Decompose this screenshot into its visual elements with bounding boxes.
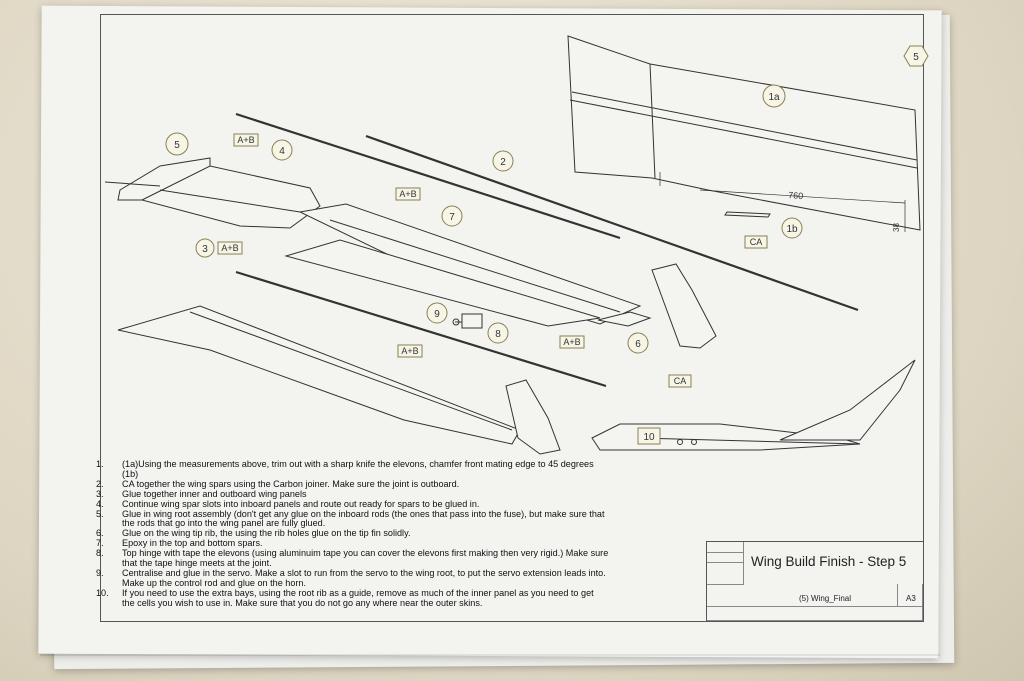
tip-fin-6 [597, 263, 717, 349]
sheet-size: A3 [906, 594, 916, 603]
title-block-cell [897, 584, 923, 607]
instruction-item: 6.Glue on the wing tip rib, the using th… [96, 528, 411, 539]
instruction-item: 1.(1a)Using the measurements above, trim… [96, 459, 594, 479]
dimension-length: 760 [788, 190, 804, 201]
instruction-list: 1.(1a)Using the measurements above, trim… [96, 459, 716, 609]
callout-6: 6 [635, 339, 641, 350]
callout-10: 10 [643, 432, 655, 443]
tag-ca-1: CA [750, 237, 763, 247]
callout-5: 5 [174, 140, 180, 151]
drawing-title: Wing Build Finish - Step 5 [751, 554, 907, 569]
callout-4: 4 [279, 146, 285, 157]
servo-9 [452, 313, 483, 329]
drawing-number: (5) Wing_Final [799, 594, 852, 603]
callout-2: 2 [500, 157, 506, 168]
paper-fold [40, 654, 940, 656]
outboard-panel-4 [140, 165, 321, 229]
inner-panel-7 [284, 203, 642, 327]
elevon-template-1a [567, 35, 921, 232]
instruction-item: 5.Glue in wing root assembly (don't get … [96, 508, 605, 529]
step-badge: 5 [913, 52, 919, 63]
title-block-cell [707, 584, 898, 607]
instruction-item: 9.Centralise and glue in the servo. Make… [96, 567, 606, 588]
instruction-item: 3.Glue together inner and outboard wing … [96, 488, 307, 499]
part-1b [724, 211, 771, 218]
instruction-item: 2.CA together the wing spars using the C… [96, 478, 460, 489]
tag-ab-4: A+B [401, 346, 418, 356]
tag-ab-3: A+B [399, 189, 416, 199]
tag-ca-2: CA [674, 376, 687, 386]
instruction-item: 10.If you need to use the extra bays, us… [96, 587, 594, 608]
title-block-cell [707, 606, 923, 621]
callout-3: 3 [202, 244, 208, 255]
tag-ab-1: A+B [237, 135, 254, 145]
bottom-wing-panel [117, 305, 561, 455]
callout-9: 9 [434, 309, 440, 320]
instruction-item: 7.Epoxy in the top and bottom spars. [96, 538, 263, 549]
dimension-depth: 38 [892, 223, 901, 232]
title-block-cell [707, 562, 744, 585]
drawing-frame [100, 14, 924, 622]
tag-ab-5: A+B [563, 337, 580, 347]
callout-1a: 1a [768, 92, 780, 103]
callout-1b: 1b [786, 224, 798, 235]
spar-2 [235, 112, 859, 388]
title-block: Wing Build Finish - Step 5 (5) Wing_Fina… [706, 541, 923, 621]
callout-7: 7 [449, 212, 455, 223]
title-block-cell [707, 542, 744, 553]
instruction-item: 4.Continue wing spar slots into inboard … [96, 498, 480, 509]
tag-ab-2: A+B [221, 243, 238, 253]
title-block-cell [707, 552, 744, 563]
callout-8: 8 [495, 329, 501, 340]
instruction-item: 8.Top hinge with tape the elevons (using… [96, 548, 609, 569]
